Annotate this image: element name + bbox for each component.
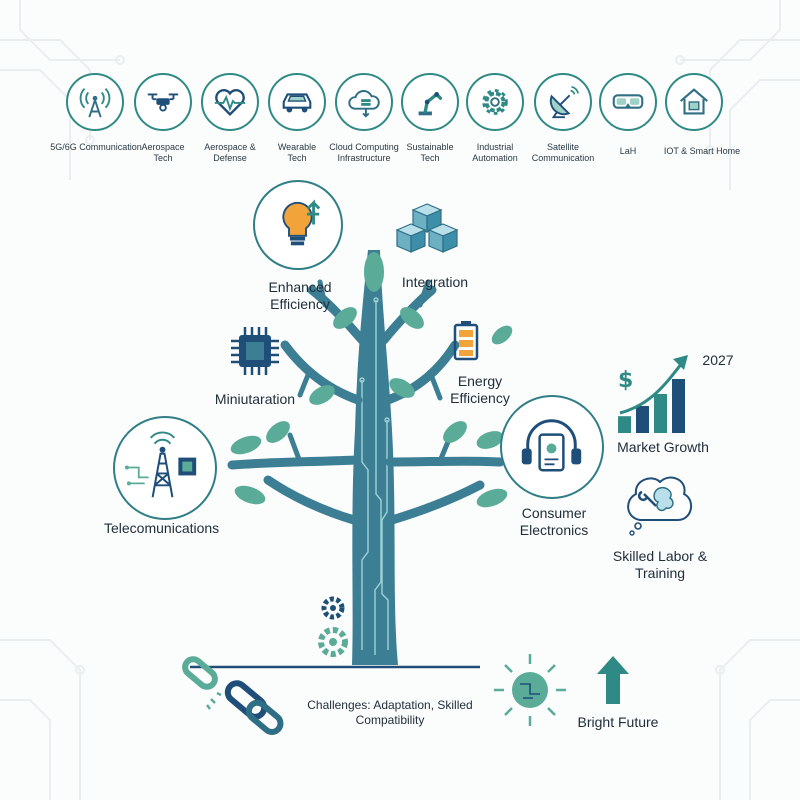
top-label-satellite: Satellite Communication <box>531 142 595 163</box>
integration-cubes-icon <box>395 203 459 253</box>
leaf <box>400 307 424 329</box>
trunk-circuit-traces <box>359 297 390 655</box>
broken-chain-icon <box>182 656 284 735</box>
top-icon-5g <box>66 73 124 131</box>
vr-goggles-icon <box>612 94 644 109</box>
consumer-electronics-badge <box>500 395 604 499</box>
top-icon-aerospace-defense <box>201 73 259 131</box>
top-icon-cloud <box>335 73 393 131</box>
top-label-sustainable-tech: Sustainable Tech <box>406 142 454 163</box>
leaf <box>230 435 262 455</box>
base-gears-icon <box>318 596 348 657</box>
top-icon-lah <box>599 73 657 131</box>
satellite-dish-icon <box>549 85 580 119</box>
energy-efficiency-label: Energy Efficiency <box>450 373 510 406</box>
consumer-electronics-label: Consumer Electronics <box>519 505 589 538</box>
telecommunications-label: Telecomunications <box>104 520 220 536</box>
tree-trunk <box>352 250 398 665</box>
skilled-labor-label: Skilled Labor & Training <box>612 548 708 581</box>
leaf <box>491 325 513 345</box>
microchip-icon <box>231 327 279 375</box>
gear-icon <box>482 89 508 115</box>
miniaturization-label: Miniutaration <box>214 391 296 407</box>
cloud-server-icon <box>348 90 380 118</box>
growth-arrowhead <box>673 355 688 370</box>
growth-arrow-line <box>619 362 684 415</box>
top-icon-satellite <box>534 73 592 131</box>
top-label-5g: 5G/6G Communication <box>50 142 142 152</box>
headphones-tablet-icon <box>521 419 582 472</box>
top-label-industrial-automation: Industrial Automation <box>472 142 518 163</box>
top-icon-industrial-automation <box>466 73 524 131</box>
leaf <box>333 307 357 329</box>
top-label-aerospace-tech: Aerospace Tech <box>141 142 185 163</box>
enhanced-efficiency-badge <box>253 180 343 270</box>
battery-icon <box>453 321 479 361</box>
bright-future-label: Bright Future <box>577 714 659 730</box>
up-arrow-icon <box>597 656 629 704</box>
robot-arm-icon <box>418 92 443 116</box>
leaf <box>309 385 335 405</box>
leaf <box>443 421 467 443</box>
growth-bar <box>636 406 649 433</box>
lightbulb-icon <box>282 199 321 246</box>
drone-icon <box>147 93 179 112</box>
top-icon-wearable-tech <box>268 73 326 131</box>
car-icon <box>282 93 312 113</box>
tree-branches <box>227 285 505 525</box>
market-growth-label: Market Growth <box>617 439 709 455</box>
top-label-lah: LaH <box>619 146 637 156</box>
top-icon-iot <box>665 73 723 131</box>
top-icon-aerospace-tech <box>134 73 192 131</box>
enhanced-efficiency-label: Enhanced Efficiency <box>268 279 332 312</box>
market-growth-chart: $ <box>618 355 688 433</box>
top-label-iot: IOT & Smart Home <box>663 146 741 156</box>
top-label-wearable-tech: Wearable Tech <box>277 142 317 163</box>
leaf <box>266 421 290 443</box>
growth-bar <box>618 416 631 433</box>
smart-home-icon <box>680 88 708 115</box>
leaf <box>476 488 508 508</box>
heartbeat-icon <box>214 89 246 117</box>
market-year-label: 2027 <box>702 352 734 368</box>
antenna-icon <box>79 88 111 118</box>
leaf <box>389 378 415 398</box>
telecommunications-badge <box>113 416 217 520</box>
leaf <box>364 252 384 292</box>
top-icon-sustainable-tech <box>401 73 459 131</box>
growth-bar <box>672 379 685 433</box>
brain-wrench-icon <box>627 476 693 536</box>
top-label-aerospace-defense: Aerospace & Defense <box>204 142 256 163</box>
leaf <box>234 485 266 505</box>
challenges-label: Challenges: Adaptation, Skilled Compatib… <box>307 698 473 727</box>
tree-leaves <box>230 252 513 508</box>
cell-tower-icon <box>124 431 197 498</box>
top-label-cloud: Cloud Computing Infrastructure <box>329 142 399 163</box>
growth-bars <box>618 379 685 433</box>
integration-label: Integration <box>401 274 469 290</box>
dollar-icon: $ <box>618 368 633 393</box>
growth-bar <box>654 394 667 433</box>
leaf <box>476 431 504 449</box>
sun-chip-icon <box>494 654 566 726</box>
